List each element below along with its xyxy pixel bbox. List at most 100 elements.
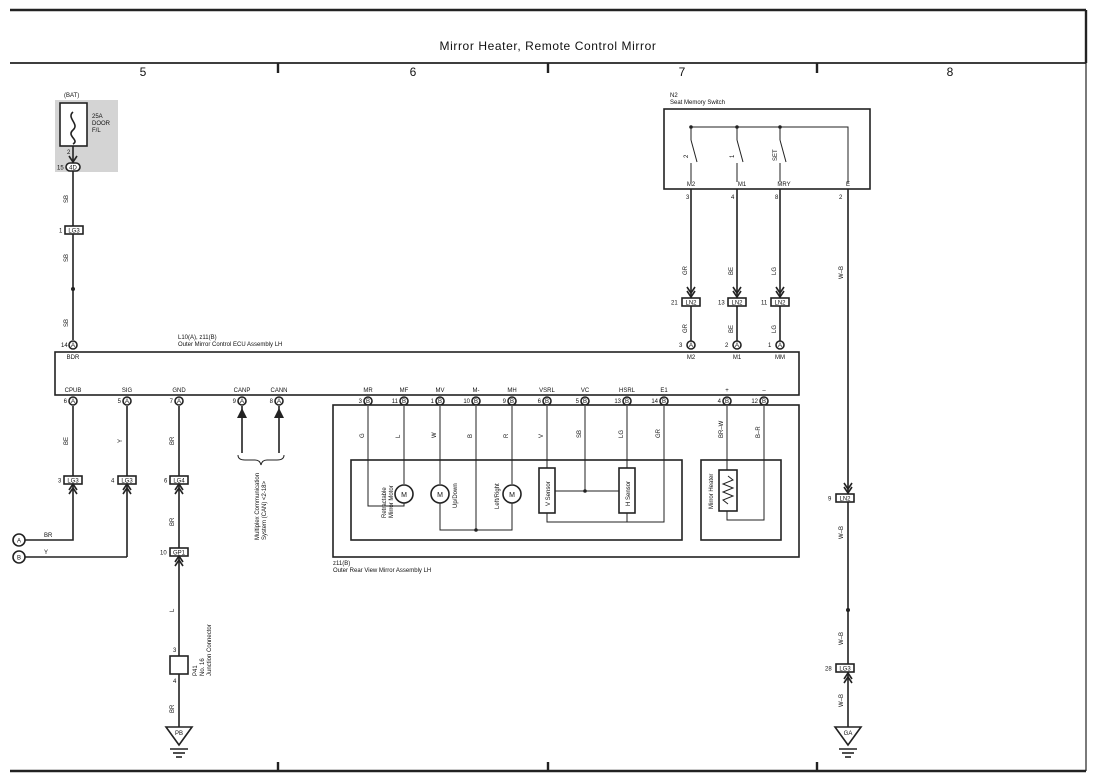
- leftright-motor: M Left/Right: [474, 406, 522, 532]
- svg-text:HSRL: HSRL: [619, 388, 636, 394]
- fuse-name-line2: F/L: [92, 128, 101, 134]
- jc-name-2: Junction Connector: [207, 624, 213, 676]
- svg-text:V Sensor: V Sensor: [546, 481, 552, 506]
- leftright-label: Left/Right: [495, 483, 501, 509]
- wire-color-br-off: BR: [44, 533, 53, 539]
- svg-text:13: 13: [718, 301, 725, 307]
- column-number-6: 6: [410, 65, 417, 79]
- svg-text:13: 13: [614, 399, 621, 405]
- svg-text:A: A: [177, 399, 181, 405]
- svg-text:LN2: LN2: [685, 301, 697, 307]
- branch-sig: Y LG3 4 Y B: [12, 406, 137, 564]
- svg-text:A: A: [689, 343, 693, 349]
- jc-name-1: No. 16: [200, 658, 206, 676]
- svg-text:LN2: LN2: [839, 497, 851, 503]
- column-ticks: [276, 63, 819, 771]
- ecu-bdr-pin: A 14 BDR: [61, 340, 80, 361]
- switch-label-1: 1: [730, 154, 736, 158]
- switch-term-m2: M2: [687, 182, 696, 188]
- svg-text:MM: MM: [775, 355, 785, 361]
- mirror-assembly-ref: z11(B): [333, 561, 350, 567]
- switch-name: Seat Memory Switch: [670, 100, 725, 106]
- svg-text:M2: M2: [687, 355, 696, 361]
- can-bus: Multiplex Communication System (CAN) <2-…: [237, 406, 285, 540]
- switch-pin-2: 2: [839, 195, 843, 201]
- svg-text:4: 4: [173, 679, 177, 685]
- svg-text:A: A: [125, 399, 129, 405]
- wire-color-be-upper: BE: [729, 267, 735, 275]
- mirror-assembly: z11(B) Outer Rear View Mirror Assembly L…: [332, 404, 800, 574]
- svg-text:1: 1: [768, 343, 772, 349]
- wire-color-gr-upper: GR: [683, 265, 689, 275]
- svg-text:11: 11: [761, 301, 768, 307]
- svg-text:4: 4: [718, 399, 722, 405]
- retractable-label-2: Mirror Motor: [389, 485, 395, 518]
- svg-text:10: 10: [160, 551, 167, 557]
- wire-color-be-lower: BE: [729, 325, 735, 333]
- svg-text:B: B: [366, 399, 370, 405]
- mirror-wire-color-2: W: [432, 432, 438, 438]
- svg-text:9: 9: [503, 399, 507, 405]
- switch-label-set: SET: [773, 149, 779, 161]
- wire-sb: SB LG3 1 SB SB: [59, 171, 84, 340]
- svg-text:LN2: LN2: [774, 301, 786, 307]
- svg-text:4: 4: [111, 479, 115, 485]
- mirror-wire-color-8: GR: [656, 428, 662, 438]
- svg-text:1: 1: [431, 399, 435, 405]
- lg3-conn-pin: 1: [59, 229, 63, 235]
- switch-contacts: [689, 125, 787, 182]
- svg-text:VC: VC: [581, 388, 590, 394]
- svg-text:M: M: [401, 492, 407, 499]
- seat-memory-switch: N2 Seat Memory Switch 2 1 SET M2 M1 MRY …: [663, 93, 871, 201]
- svg-text:3: 3: [679, 343, 683, 349]
- mirror-wire-color-5: V: [539, 434, 545, 438]
- svg-text:B: B: [762, 399, 766, 405]
- ground-ga: GA: [833, 726, 863, 758]
- svg-text:A: A: [735, 343, 739, 349]
- can-label-1: Multiplex Communication: [255, 473, 261, 540]
- frame: Mirror Heater, Remote Control Mirror 5 6…: [10, 8, 1088, 773]
- svg-text:B: B: [402, 399, 406, 405]
- fuse-name-line1: DOOR: [92, 121, 111, 127]
- svg-text:5: 5: [576, 399, 580, 405]
- svg-text:M1: M1: [733, 355, 742, 361]
- svg-text:–: –: [762, 388, 766, 394]
- wire-color-y-off: Y: [44, 550, 48, 556]
- jc-ref: P41: [193, 665, 199, 676]
- mirror-wire-color-9: BR–W: [719, 420, 725, 438]
- svg-text:LG3: LG3: [67, 479, 79, 485]
- svg-text:M: M: [509, 492, 515, 499]
- svg-text:14: 14: [651, 399, 658, 405]
- svg-text:LN2: LN2: [731, 301, 743, 307]
- svg-text:B: B: [474, 399, 478, 405]
- svg-text:B: B: [625, 399, 629, 405]
- svg-text:LG4: LG4: [173, 479, 185, 485]
- svg-text:3: 3: [58, 479, 62, 485]
- switch-term-mry: MRY: [777, 182, 790, 188]
- svg-text:B: B: [725, 399, 729, 405]
- off-page-a: A: [17, 539, 21, 545]
- wire-gnd: BR LG4 6 BR GP1 10 L 3 4 P41 No. 16 Junc…: [160, 406, 213, 758]
- wire-color-be: BE: [64, 437, 70, 445]
- off-page-b: B: [17, 556, 21, 562]
- svg-text:MV: MV: [436, 388, 445, 394]
- ground-pb: PB: [164, 726, 194, 758]
- switch-term-m1: M1: [738, 182, 747, 188]
- svg-text:B: B: [438, 399, 442, 405]
- wire-color-wb-1: W–B: [839, 266, 845, 279]
- svg-text:MF: MF: [400, 388, 409, 394]
- svg-text:A: A: [71, 399, 75, 405]
- svg-text:H Sensor: H Sensor: [626, 481, 632, 506]
- wire-color-sb-3: SB: [64, 319, 70, 327]
- switch-pin-4: 4: [731, 195, 735, 201]
- svg-text:28: 28: [825, 667, 832, 673]
